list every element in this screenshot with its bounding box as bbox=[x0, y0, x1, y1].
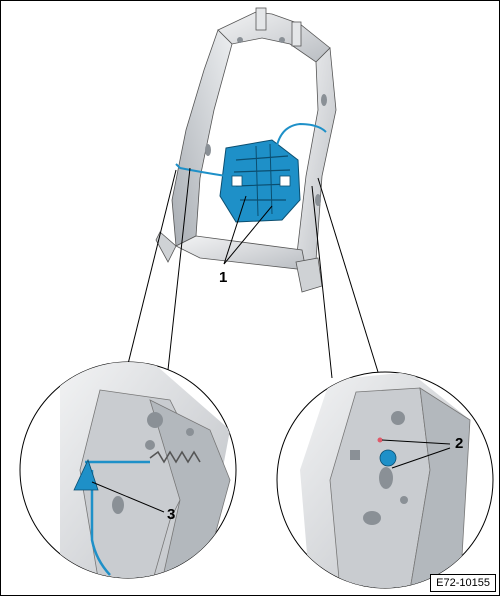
detail-circle-right bbox=[276, 371, 494, 589]
backrest-frame bbox=[155, 7, 337, 293]
callout-3-label: 3 bbox=[167, 506, 176, 523]
callout-leaders bbox=[91, 439, 451, 513]
lumbar-support-part bbox=[175, 122, 327, 223]
callout-1-label: 1 bbox=[219, 269, 228, 286]
detail-circle-left bbox=[19, 361, 237, 579]
magnifier-connectors bbox=[127, 167, 379, 379]
callout-1-leaders bbox=[223, 195, 273, 265]
callout-2-label: 2 bbox=[455, 435, 464, 452]
figure-reference-code: E72-10155 bbox=[430, 574, 496, 592]
